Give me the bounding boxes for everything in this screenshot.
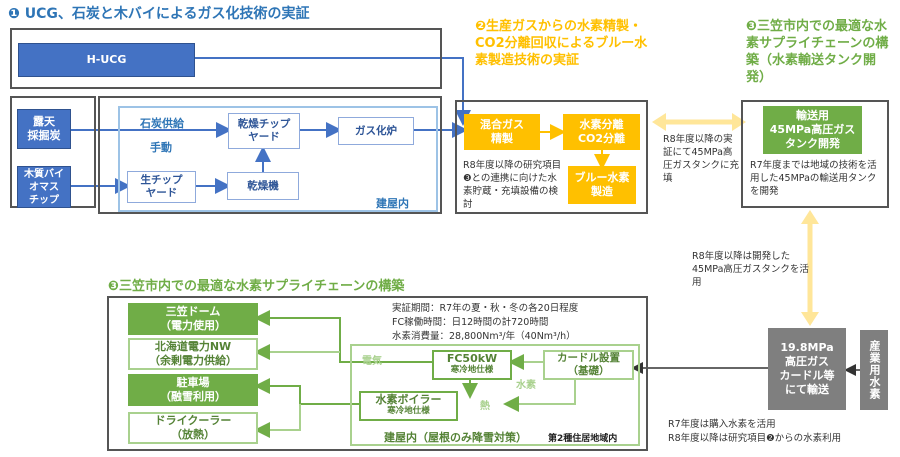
curdle-box: カードル設置 （基礎） bbox=[543, 350, 634, 380]
coal-supply-label: 石炭供給 bbox=[140, 117, 184, 130]
hydrogen-label: 水素 bbox=[516, 380, 536, 391]
research-h2-note: R8年度以降は研究項目❷からの水素利用 bbox=[668, 433, 842, 444]
hokkaido-nw-box: 北海道電力NW （余剰電力供給） bbox=[128, 338, 258, 370]
blue-h2-box: ブルー水素 製造 bbox=[568, 166, 636, 204]
section1-title: ❶ UCG、石炭と木バイによるガス化技術の実証 bbox=[8, 6, 310, 22]
zone-label: 第2種住居地域内 bbox=[548, 434, 618, 444]
demo-site-frame bbox=[350, 344, 640, 446]
h2-separation-box: 水素分離 CO2分離 bbox=[563, 114, 640, 150]
open-pit-coal-box: 露天 採掘炭 bbox=[17, 109, 71, 149]
section3a-frame bbox=[741, 100, 889, 208]
tank-use-note: R8年度以降は開発した45MPa高圧ガスタンクを活用 bbox=[692, 251, 809, 288]
h2-consumption-note: 水素消費量：28,800Nm³/年（40Nm³/h） bbox=[392, 331, 576, 342]
hucg-frame bbox=[10, 28, 442, 89]
boiler-box: 水素ボイラー 寒冷地仕様 bbox=[359, 391, 458, 421]
tank-box: 輸送用 45MPa高圧ガス タンク開発 bbox=[763, 106, 862, 154]
section2-frame bbox=[455, 100, 648, 214]
mikasa-dome-box: 三笠ドーム （電力使用） bbox=[128, 303, 258, 335]
mixed-gas-box: 混合ガス 精製 bbox=[464, 114, 540, 150]
manual-label: 手動 bbox=[150, 141, 172, 154]
parking-box: 駐車場 （融雪利用） bbox=[128, 374, 258, 406]
hucg-box: H-UCG bbox=[18, 43, 195, 77]
section3b-title: ❸三笠市内での最適な水素サプライチェーンの構築 bbox=[108, 279, 405, 294]
building-label: 建屋内 bbox=[376, 197, 409, 210]
fc-hours-note: FC稼働時間：日12時間の計720時間 bbox=[392, 317, 549, 328]
industrial-h2-box: 産業用水素 bbox=[860, 330, 888, 410]
transport-box: 19.8MPa 高圧ガス カードル等 にて輸送 bbox=[768, 328, 846, 410]
gasification-frame bbox=[98, 96, 442, 214]
boiler-spec-label: 寒冷地仕様 bbox=[387, 406, 430, 416]
building-frame bbox=[118, 106, 438, 212]
purchase-note: R7年度は購入水素を活用 bbox=[668, 419, 776, 430]
fc50kw-label: FC50kW bbox=[446, 352, 498, 365]
section3b-frame bbox=[107, 296, 648, 451]
gasifier-box: ガス化炉 bbox=[338, 117, 414, 145]
building-roof-label: 建屋内（屋根のみ降雪対策） bbox=[384, 431, 527, 444]
boiler-label: 水素ボイラー bbox=[375, 393, 442, 406]
dry-chip-yard-box: 乾燥チップ ヤード bbox=[228, 113, 300, 149]
fc-spec-label: 寒冷地仕様 bbox=[450, 365, 494, 375]
heat-label: 熱 bbox=[480, 401, 490, 412]
research-link-note: R8年度以降の研究項目❸との連携に向けた水素貯蔵・充填設備の検討 bbox=[463, 160, 562, 210]
woody-biomass-box: 木質バイ オマス チップ bbox=[17, 166, 71, 208]
raw-chip-yard-box: 生チップ ヤード bbox=[127, 171, 196, 203]
period-note: 実証期間：R7年の夏・秋・冬の各20日程度 bbox=[392, 303, 579, 314]
electricity-label: 電気 bbox=[362, 356, 382, 367]
tank-fill-note: R8年度以降の実証にて45MPa高圧ガスタンクに充填 bbox=[663, 134, 740, 184]
dryer-box: 乾燥機 bbox=[227, 172, 299, 200]
fc50kw-box: FC50kW 寒冷地仕様 bbox=[432, 350, 512, 380]
tank-r7-note: R7年度までは地域の技術を活用した45MPaの輸送用タンクを開発 bbox=[750, 160, 877, 197]
section3a-title: ❸三笠市内での最適な水素サプライチェーンの構築（水素輸送タンク開発） bbox=[746, 19, 889, 85]
dry-cooler-box: ドライクーラー （放熱） bbox=[128, 412, 258, 444]
section2-title: ❷生産ガスからの水素精製・CO2分離回収によるブルー水素製造技術の実証 bbox=[475, 19, 648, 68]
